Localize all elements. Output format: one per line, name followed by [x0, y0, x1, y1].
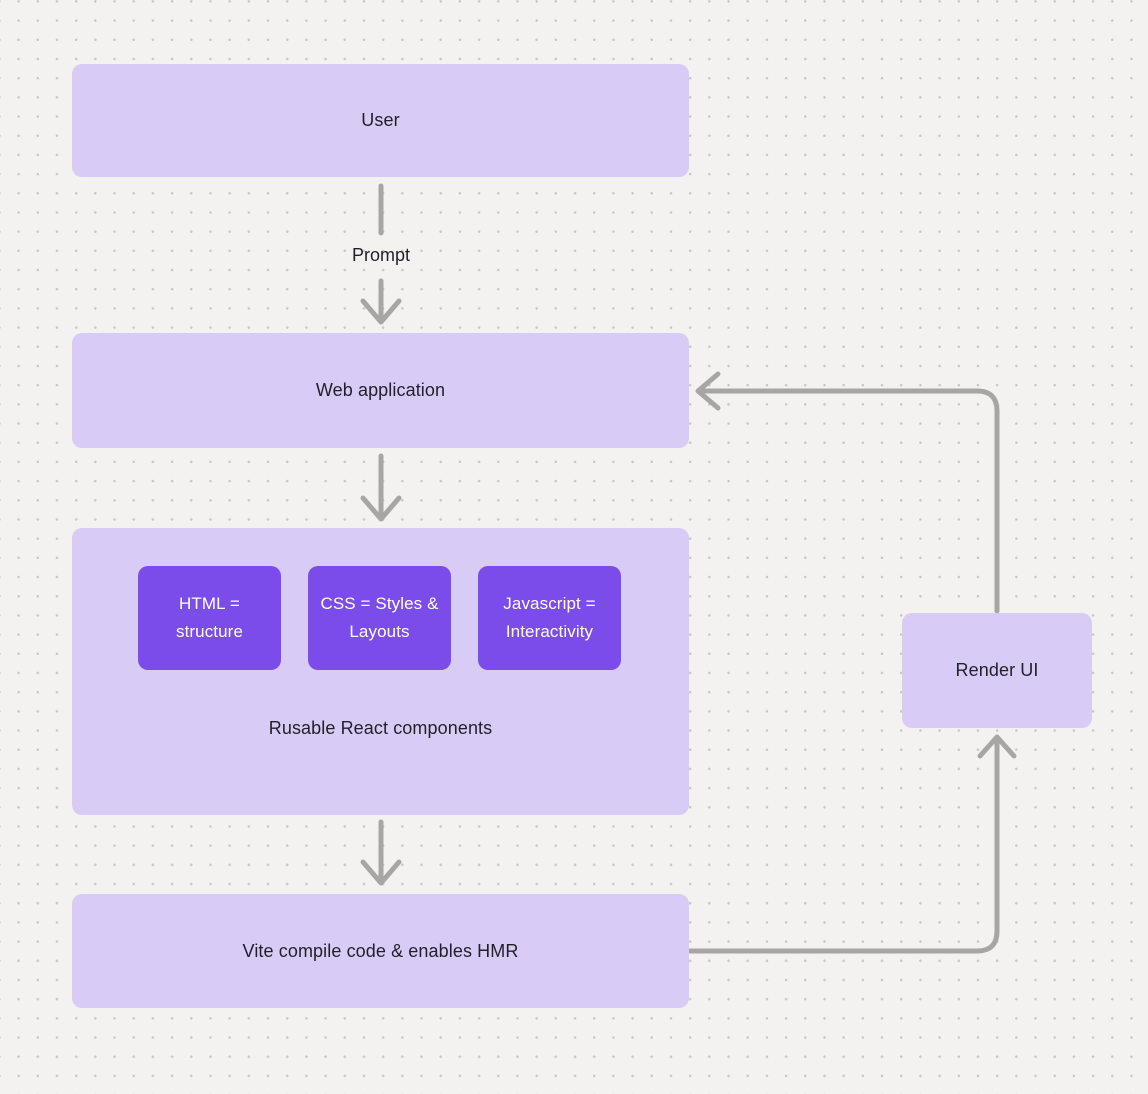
edge-label-prompt: Prompt [351, 245, 411, 265]
arrowhead-down-icon [360, 859, 402, 886]
node-render-ui-label: Render UI [955, 660, 1039, 680]
node-javascript-label: Javascript = Interactivity [503, 594, 596, 641]
node-components-group[interactable]: HTML = structure CSS = Styles & Layouts … [72, 528, 689, 815]
arrowhead-up-icon [977, 734, 1017, 759]
arrowhead-down-icon [360, 495, 402, 522]
edge-renderui-to-webapp[interactable] [695, 371, 1000, 614]
edge-user-to-webapp[interactable] [360, 183, 402, 325]
node-html-label: HTML = structure [175, 594, 244, 641]
node-css[interactable]: CSS = Styles & Layouts [308, 566, 451, 670]
edge-vite-to-renderui[interactable] [687, 734, 1017, 954]
node-vite[interactable]: Vite compile code & enables HMR [72, 894, 689, 1008]
node-javascript[interactable]: Javascript = Interactivity [478, 566, 621, 670]
edge-webapp-to-components[interactable] [360, 453, 402, 522]
arrowhead-down-icon [360, 298, 402, 325]
node-components-group-label: Rusable React components [268, 718, 493, 738]
node-user[interactable]: User [72, 64, 689, 177]
node-web-application-label: Web application [315, 380, 446, 400]
node-html[interactable]: HTML = structure [138, 566, 281, 670]
node-render-ui[interactable]: Render UI [902, 613, 1092, 728]
edge-components-to-vite[interactable] [360, 819, 402, 886]
node-user-label: User [361, 110, 400, 130]
edge-line[interactable] [687, 739, 1000, 954]
node-vite-label: Vite compile code & enables HMR [242, 940, 519, 961]
arrowhead-left-icon [695, 371, 721, 411]
edge-line[interactable] [700, 388, 1000, 614]
node-web-application[interactable]: Web application [72, 333, 689, 448]
node-css-label: CSS = Styles & Layouts [320, 594, 439, 641]
